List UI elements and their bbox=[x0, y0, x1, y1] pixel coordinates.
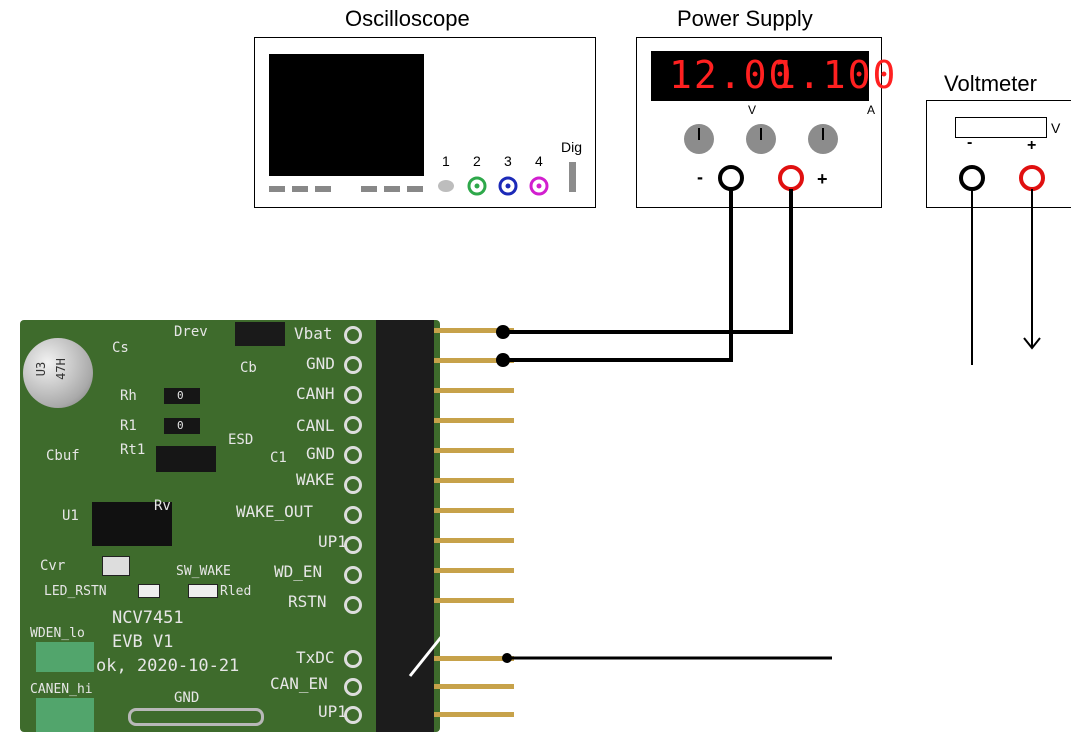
label-c1: C1 bbox=[270, 450, 287, 466]
psu-minus-terminal bbox=[718, 165, 744, 191]
txdc-wire-junction bbox=[502, 653, 512, 663]
label-rh-value: 0 bbox=[177, 389, 184, 402]
pin-label-up1-1: UP1 bbox=[318, 532, 347, 551]
channel-1-label: 1 bbox=[442, 153, 450, 169]
label-cs: Cs bbox=[112, 340, 129, 356]
pin-label-txdc: TxDC bbox=[296, 648, 335, 667]
oscilloscope-box: 1 2 3 4 Dig bbox=[254, 37, 596, 208]
dig-connector bbox=[569, 162, 576, 192]
current-display: 1.100 bbox=[773, 53, 898, 97]
resistor-rled bbox=[188, 584, 218, 598]
label-r1: R1 bbox=[120, 418, 137, 434]
oscilloscope-screen bbox=[269, 54, 424, 176]
label-sw-wake: SW_WAKE bbox=[176, 564, 231, 579]
label-rh: Rh bbox=[120, 388, 137, 404]
pin-label-up1-2: UP1 bbox=[318, 702, 347, 721]
label-canen-hi: CANEN_hi bbox=[30, 682, 93, 697]
channel-4-label: 4 bbox=[535, 153, 543, 169]
power-supply-title: Power Supply bbox=[677, 6, 813, 31]
channel-3-label: 3 bbox=[504, 153, 512, 169]
gnd-wire-junction bbox=[496, 353, 510, 367]
label-drev: Drev bbox=[174, 324, 208, 340]
voltmeter-minus-terminal bbox=[959, 165, 985, 191]
board-name: NCV7451 bbox=[112, 608, 184, 628]
voltmeter-unit-label: V bbox=[1051, 120, 1061, 136]
channel-2-connector bbox=[467, 176, 487, 196]
jumper-wden bbox=[36, 642, 94, 672]
label-esd: ESD bbox=[228, 432, 254, 448]
diode-drev bbox=[235, 322, 285, 346]
psu-plus-terminal bbox=[778, 165, 804, 191]
voltmeter-plus-label: + bbox=[1027, 137, 1037, 154]
power-supply-box: 12.00 1.100 V A - + bbox=[636, 37, 895, 208]
evaluation-board: U3 47H Drev Cs Cb Rh 0 R1 0 Rt1 ESD C1 C… bbox=[20, 320, 514, 732]
voltage-unit-label: V bbox=[748, 103, 757, 117]
label-rv: Rv bbox=[154, 498, 171, 514]
voltmeter-probe-arrow-icon bbox=[1023, 337, 1041, 350]
channel-3-connector bbox=[498, 176, 518, 196]
pin-label-rstn: RSTN bbox=[288, 592, 327, 611]
label-rt1: Rt1 bbox=[120, 442, 146, 458]
channel-2-label: 2 bbox=[473, 153, 481, 169]
pin-label-gnd-2: GND bbox=[306, 444, 335, 463]
component-rt1 bbox=[156, 446, 216, 472]
voltmeter-box: V - + bbox=[926, 100, 1071, 208]
voltmeter-plus-terminal bbox=[1019, 165, 1045, 191]
psu-plus-label: + bbox=[817, 169, 828, 189]
oscilloscope-title: Oscilloscope bbox=[345, 6, 470, 31]
voltmeter-title: Voltmeter bbox=[944, 71, 1037, 96]
label-cb: Cb bbox=[240, 360, 257, 376]
label-r1-value: 0 bbox=[177, 419, 184, 432]
label-u1: U1 bbox=[62, 508, 79, 524]
voltmeter-minus-label: - bbox=[967, 134, 973, 151]
component-cvr bbox=[102, 556, 130, 576]
psu-minus-label: - bbox=[697, 167, 703, 187]
pin-label-can-en: CAN_EN bbox=[270, 674, 328, 693]
label-cbuf: Cbuf bbox=[46, 448, 80, 464]
led-rstn bbox=[138, 584, 160, 598]
label-cvr: Cvr bbox=[40, 558, 66, 574]
psu-minus-wire bbox=[503, 189, 733, 362]
knob-icon[interactable] bbox=[746, 124, 776, 154]
voltage-display: 12.00 bbox=[669, 53, 794, 97]
gnd-bar bbox=[128, 708, 264, 726]
board-version: EVB V1 bbox=[112, 632, 174, 652]
psu-plus-wire bbox=[503, 189, 793, 334]
resistor-rh bbox=[164, 388, 200, 404]
pin-label-wake-out: WAKE_OUT bbox=[236, 502, 314, 521]
chip-u1 bbox=[92, 502, 172, 546]
dig-label: Dig bbox=[561, 139, 583, 155]
jumper-canen bbox=[36, 698, 94, 732]
power-supply-display: 12.00 1.100 bbox=[651, 51, 895, 101]
pin-label-vbat: Vbat bbox=[294, 324, 333, 343]
channel-1-connector bbox=[438, 180, 454, 192]
pin-label-wake: WAKE bbox=[296, 470, 335, 489]
label-gnd-bottom: GND bbox=[174, 690, 200, 706]
channel-4-connector bbox=[529, 176, 549, 196]
current-unit-label: A bbox=[867, 103, 876, 117]
knob-icon[interactable] bbox=[684, 124, 714, 154]
pin-label-canh: CANH bbox=[296, 384, 335, 403]
vbat-wire-junction bbox=[496, 325, 510, 339]
label-rled: Rled bbox=[220, 584, 252, 599]
pin-label-gnd-1: GND bbox=[306, 354, 335, 373]
label-led-rstn: LED_RSTN bbox=[44, 584, 107, 599]
pin-label-canl: CANL bbox=[296, 416, 335, 435]
voltmeter-display bbox=[955, 117, 1047, 138]
txdc-jumper-slash bbox=[408, 635, 444, 677]
label-wden-lo: WDEN_lo bbox=[30, 626, 85, 641]
capacitor-u3 bbox=[23, 338, 93, 408]
pin-label-wd-en: WD_EN bbox=[274, 562, 323, 581]
board-date: ok, 2020-10-21 bbox=[96, 656, 240, 676]
knob-icon[interactable] bbox=[808, 124, 838, 154]
resistor-r1 bbox=[164, 418, 200, 434]
